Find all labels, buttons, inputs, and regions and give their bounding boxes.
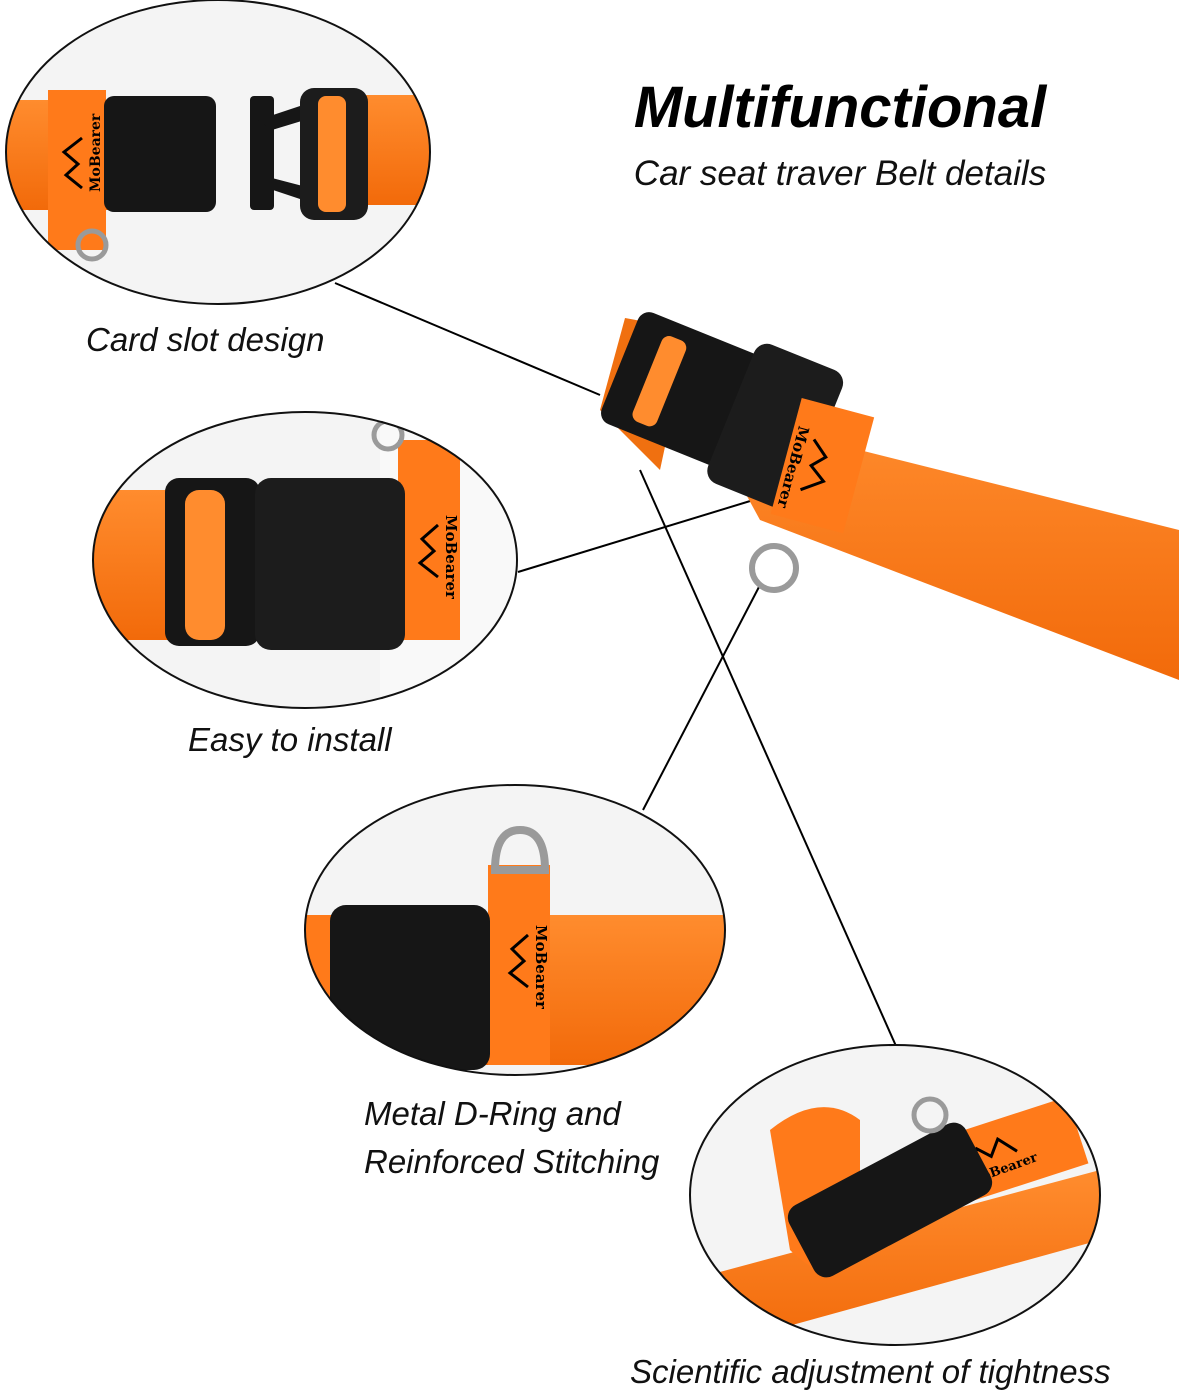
buckle	[787, 1122, 993, 1278]
detail-circle-card-slot: MoBearer	[5, 0, 431, 305]
buckle	[330, 905, 490, 1070]
caption-card-slot: Card slot design	[86, 321, 325, 358]
leader-line-card-slot	[334, 282, 601, 396]
leader-line-d-ring	[642, 584, 761, 811]
main-belt: MoBearer	[600, 312, 1179, 680]
strap	[690, 1170, 1100, 1345]
caption-d-ring-line1: Metal D-Ring and	[364, 1095, 621, 1132]
svg-text:MoBearer: MoBearer	[442, 515, 460, 600]
d-ring	[490, 825, 550, 874]
main-belt-label-tab	[770, 397, 875, 534]
caption-d-ring: Metal D-Ring and Reinforced Stitching	[364, 1090, 659, 1186]
leader-line-adjustment	[639, 469, 901, 1056]
caption-adjustment: Scientific adjustment of tightness	[630, 1353, 1111, 1390]
label-tab	[48, 90, 106, 250]
detail-circle-d-ring: MoBearer	[304, 784, 726, 1076]
leader-lines	[334, 282, 901, 1056]
caption-d-ring-line2: Reinforced Stitching	[364, 1143, 660, 1180]
buckle-male	[255, 478, 405, 650]
page-subtitle: Car seat traver Belt details	[633, 154, 1047, 193]
buckle-male-prongs	[258, 100, 318, 205]
leader-line-easy-install	[517, 497, 761, 573]
detail-circle-easy-install: MoBearer	[92, 411, 518, 709]
buckle-female	[104, 96, 216, 212]
detail-circle-adjustment: MoBearer	[689, 1044, 1101, 1346]
svg-text:MoBearer: MoBearer	[532, 925, 550, 1010]
page-title: Multifunctional	[633, 75, 1047, 140]
svg-text:MoBearer: MoBearer	[88, 113, 104, 192]
caption-easy-install: Easy to install	[188, 721, 392, 758]
label-tab	[398, 440, 460, 640]
main-belt-d-ring	[749, 543, 799, 593]
